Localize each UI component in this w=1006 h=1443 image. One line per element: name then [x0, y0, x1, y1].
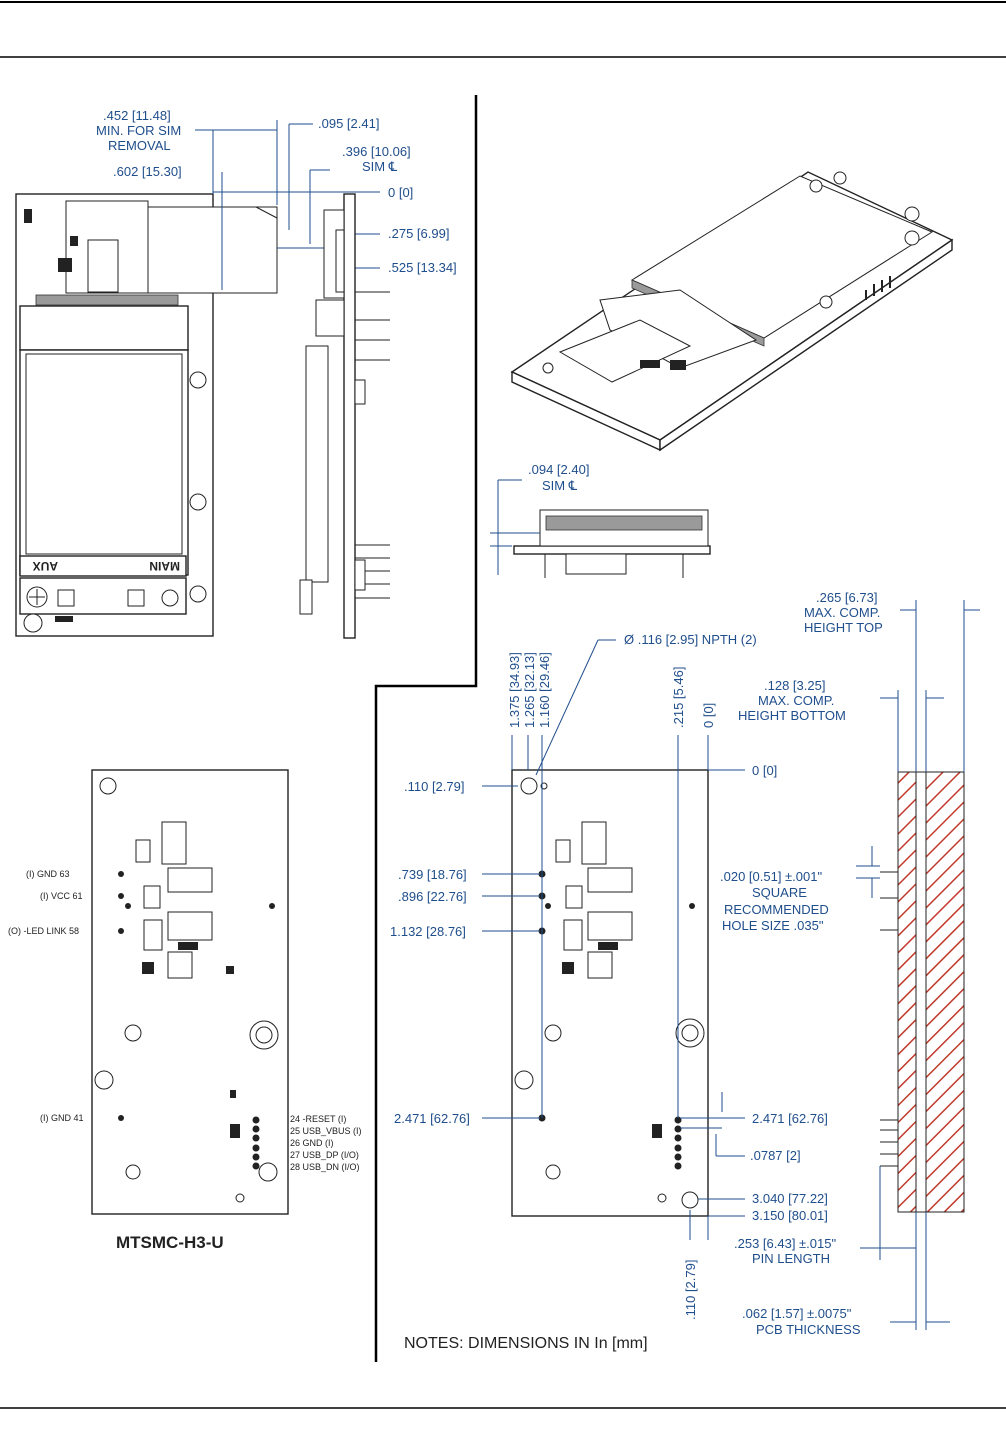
pin-label-gnd63: (I) GND 63: [26, 869, 70, 879]
pin-label-vcc61: (I) VCC 61: [40, 891, 83, 901]
top-component-zone: [925, 771, 965, 1213]
dim-v-1265: 1.265 [32.13]: [522, 652, 537, 728]
dim-v-1160: 1.160 [29.46]: [537, 652, 552, 728]
dim-452-l3: REMOVAL: [108, 138, 171, 153]
dim-396: .396 [10.06]: [342, 144, 411, 159]
dim-3150: 3.150 [80.01]: [752, 1208, 828, 1223]
pin-label-26: 26 GND (I): [290, 1138, 334, 1148]
dim-0787: .0787 [2]: [750, 1148, 801, 1163]
dim-020-l2: SQUARE: [752, 885, 807, 900]
bottom-view-right: Ø .116 [2.95] NPTH (2) 1.375 [34.93] 1.2…: [390, 632, 828, 1352]
isometric-view: [510, 171, 954, 452]
dim-452: .452 [11.48]: [103, 108, 171, 123]
dim-062-l2: PCB THICKNESS: [756, 1322, 861, 1337]
dim-128-l3: HEIGHT BOTTOM: [738, 708, 846, 723]
dim-020-l3: RECOMMENDED: [724, 902, 829, 917]
dim-128: .128 [3.25]: [764, 678, 825, 693]
dim-265-l2: MAX. COMP.: [804, 605, 880, 620]
main-label: MAIN: [149, 559, 180, 573]
pin-label-gnd41: (I) GND 41: [40, 1113, 84, 1123]
dim-265-l3: HEIGHT TOP: [804, 620, 883, 635]
sim-cl-label: SIM ℄: [362, 159, 398, 174]
top-view: AUX MAIN .452 [11.48] MIN. FOR SIM REMOV…: [15, 108, 457, 637]
dim-v-215: .215 [5.46]: [671, 667, 686, 728]
sim-cl-label-2: SIM ℄: [542, 478, 578, 493]
pcb-section: [915, 771, 927, 1213]
dim-094: .094 [2.40]: [528, 462, 589, 477]
pin-label-25: 25 USB_VBUS (I): [290, 1126, 362, 1136]
view-separator: [374, 95, 478, 1362]
dim-265: .265 [6.73]: [816, 590, 877, 605]
dim-3040: 3.040 [77.22]: [752, 1191, 828, 1206]
dim-602: .602 [15.30]: [113, 164, 182, 179]
notes: NOTES: DIMENSIONS IN In [mm]: [404, 1335, 648, 1352]
model-name: MTSMC-H3-U: [116, 1233, 224, 1252]
side-edge-view: [299, 193, 390, 639]
dim-253: .253 [6.43] ±.015": [734, 1236, 836, 1251]
dim-v-0: 0 [0]: [701, 703, 716, 728]
dim-2471-right: 2.471 [62.76]: [752, 1111, 828, 1126]
dim-253-l2: PIN LENGTH: [752, 1251, 830, 1266]
dim-452-l2: MIN. FOR SIM: [96, 123, 181, 138]
pin-label-24: 24 -RESET (I): [290, 1114, 346, 1124]
dim-128-l2: MAX. COMP.: [758, 693, 834, 708]
dim-739: .739 [18.76]: [398, 867, 467, 882]
dim-1132: 1.132 [28.76]: [390, 924, 466, 939]
pin-label-led58: (O) -LED LINK 58: [8, 926, 79, 936]
edge-view: .265 [6.73] MAX. COMP. HEIGHT TOP .128 […: [720, 590, 980, 1337]
dim-020: .020 [0.51] ±.001": [720, 869, 822, 884]
dim-095: .095 [2.41]: [318, 116, 379, 131]
dim-110-bottom: .110 [2.79]: [683, 1260, 698, 1320]
hole-callout: Ø .116 [2.95] NPTH (2): [624, 632, 757, 647]
dim-275: .275 [6.99]: [388, 226, 449, 241]
dim-2471-left: 2.471 [62.76]: [394, 1111, 470, 1126]
dim-zero: 0 [0]: [388, 185, 413, 200]
aux-label: AUX: [33, 559, 58, 573]
dim-020-l4: HOLE SIZE .035": [722, 918, 824, 933]
dim-062: .062 [1.57] ±.0075": [742, 1306, 852, 1321]
pin-label-27: 27 USB_DP (I/O): [290, 1150, 359, 1160]
side-profile-view: .094 [2.40] SIM ℄: [490, 462, 711, 578]
bottom-view-left: (I) GND 63 (I) VCC 61 (O) -LED LINK 58 (…: [8, 769, 362, 1252]
dim-zero-2: 0 [0]: [752, 763, 777, 778]
dim-525: .525 [13.34]: [388, 260, 457, 275]
pin-label-28: 28 USB_DN (I/O): [290, 1162, 360, 1172]
dim-896: .896 [22.76]: [398, 889, 467, 904]
dim-110: .110 [2.79]: [404, 779, 464, 794]
bottom-component-zone: [897, 771, 917, 1213]
dim-v-1375: 1.375 [34.93]: [507, 652, 522, 728]
